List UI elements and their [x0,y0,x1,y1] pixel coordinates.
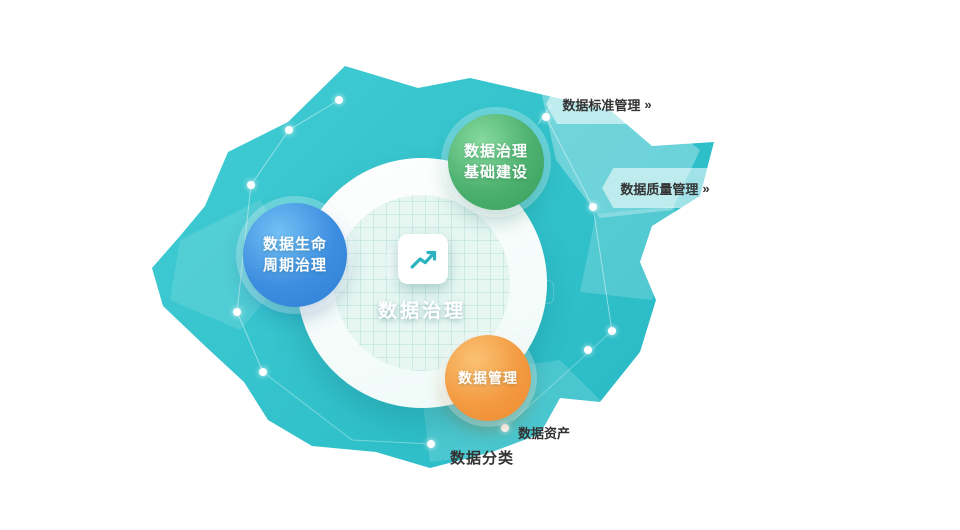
node-label-line: 数据管理 [458,369,518,386]
edge-label-data-standards[interactable]: 数据标准管理 » [546,84,668,124]
decor-dot [584,346,592,354]
node-data-management[interactable]: 数据管理 [445,335,531,421]
decor-dot [427,440,435,448]
decor-dot [335,96,343,104]
decor-dot [501,424,509,432]
node-data-lifecycle[interactable]: 数据生命 周期治理 [243,203,347,307]
center-title: 数据治理 [377,301,466,322]
node-governance-infrastructure[interactable]: 数据治理 基础建设 [448,114,544,210]
decor-dot [233,308,241,316]
circuit-trace [492,280,554,304]
node-label-line: 基础建设 [463,164,528,181]
node-label-line: 数据治理 [463,143,528,160]
decor-dot [259,368,267,376]
edge-label-data-quality[interactable]: 数据质量管理 » [602,168,728,208]
edge-label-text: 数据质量管理 [620,181,699,197]
edge-label-data-assets: 数据资产 [518,426,571,441]
decor-dot [285,126,293,134]
decor-dot [589,203,597,211]
node-label-line: 周期治理 [262,257,327,274]
line-chart-icon [398,234,448,284]
node-label-line: 数据生命 [262,236,327,253]
decor-dot [247,181,255,189]
decor-dot [608,327,616,335]
chevron-right-icon: » [644,96,652,112]
edge-label-text: 数据标准管理 [562,97,641,113]
circuit-trace [470,246,542,274]
edge-label-data-classification: 数据分类 [450,450,515,467]
decor-dot [542,113,550,121]
chevron-right-icon: » [702,180,710,196]
